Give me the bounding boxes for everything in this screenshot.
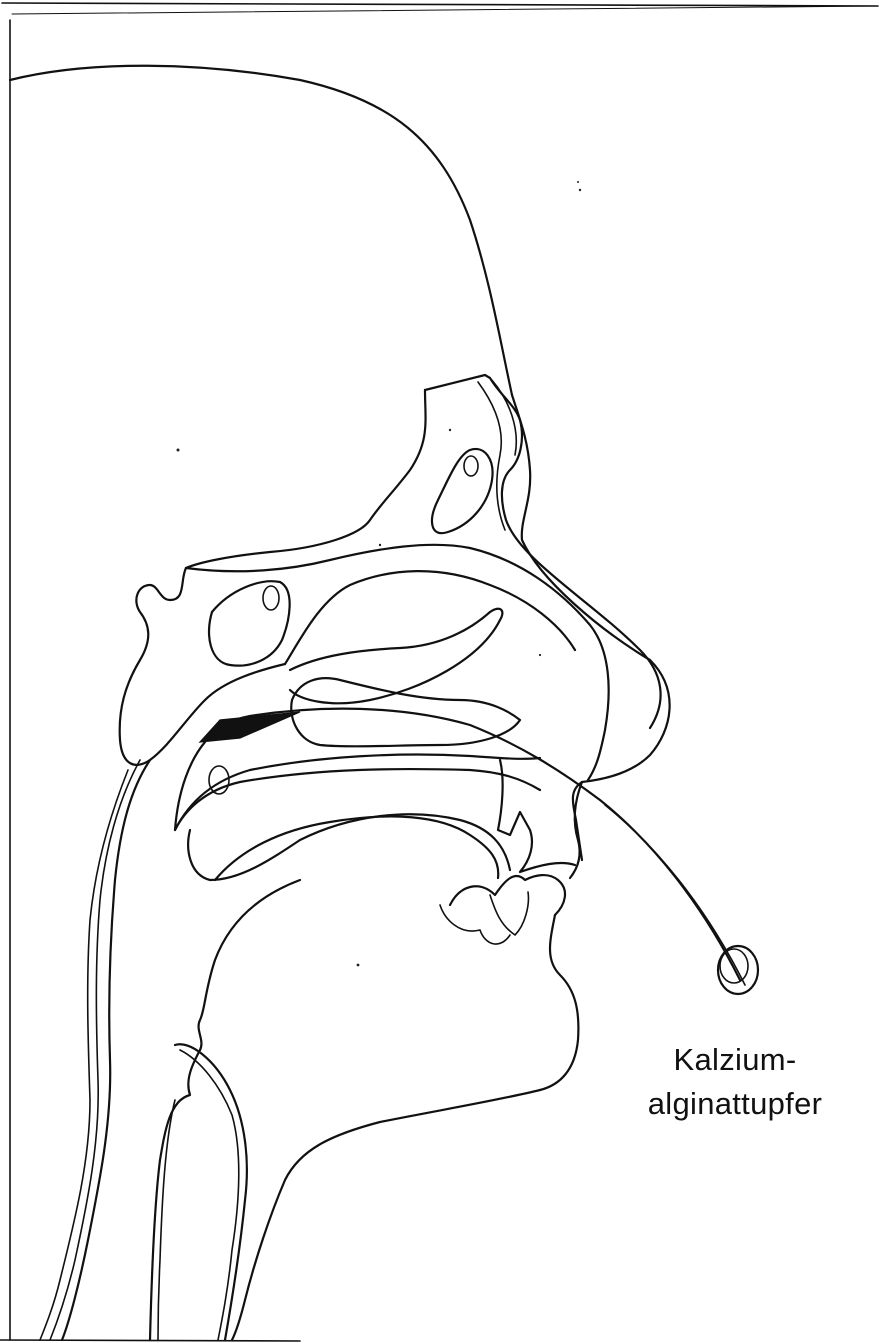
sphenoid-outline	[120, 568, 285, 765]
chin-neck	[232, 1090, 540, 1340]
larynx-outline	[150, 1050, 200, 1340]
speck	[177, 449, 180, 452]
swab-label-line-1: Kalzium-	[600, 1038, 870, 1082]
speck	[357, 964, 360, 967]
speck	[577, 181, 579, 183]
swab-shaft	[205, 709, 740, 980]
pharyngeal-wall-2	[50, 760, 140, 1340]
sphenoid-spot	[263, 586, 279, 610]
frontal-sinus-cavity	[432, 449, 493, 533]
pharyngeal-wall	[62, 760, 150, 1340]
middle-turbinate	[290, 609, 502, 704]
superior-turbinate	[285, 571, 575, 664]
speck	[539, 654, 541, 656]
nasal-bone	[425, 375, 661, 728]
swab-label-line-2: alginattupfer	[600, 1082, 870, 1126]
lower-lip	[540, 915, 578, 1090]
swab-shaft-edge	[605, 805, 745, 985]
speck	[579, 189, 581, 191]
hard-palate	[175, 742, 540, 830]
sinus-spot	[464, 456, 478, 476]
frontal-sinus	[186, 390, 426, 568]
speck	[449, 429, 451, 431]
trachea-outline	[158, 1100, 175, 1340]
tongue-outline	[215, 816, 498, 880]
lower-teeth	[450, 875, 565, 915]
soft-palate	[188, 814, 510, 880]
nasal-bone-inner-2	[490, 378, 516, 455]
swab-label: Kalzium- alginattupfer	[600, 1038, 870, 1126]
epiglottis	[175, 1044, 247, 1340]
skull-outline	[10, 66, 512, 395]
swab-tip	[200, 712, 300, 742]
lower-teeth-detail	[490, 892, 528, 935]
nasal-bone-inner	[478, 382, 505, 530]
speck	[379, 544, 381, 546]
lower-incisor	[440, 905, 510, 944]
sphenoid-sinus	[209, 581, 290, 665]
oral-cavity	[199, 880, 300, 1050]
